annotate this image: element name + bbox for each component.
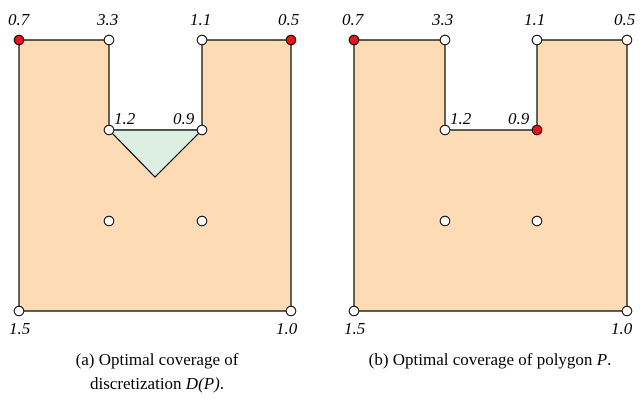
interior-point-a-2: [196, 215, 208, 227]
vertex-notch-bottom-left-b: [439, 124, 451, 136]
label-notch-bottom-left-b: 1.2: [450, 109, 472, 128]
caption-b-line1-italic: P: [596, 350, 607, 369]
vertex-bottom-left-a: [13, 305, 25, 317]
caption-a-line2: discretization D(P).: [90, 374, 224, 393]
vertex-top-notch-right-b: [531, 34, 543, 46]
vertex-bottom-right-b: [621, 305, 633, 317]
vertex-bottom-right-a: [285, 305, 297, 317]
label-notch-bottom-right-a: 0.9: [173, 109, 195, 128]
label-top-left-b: 0.7: [342, 10, 365, 29]
label-bottom-left-a: 1.5: [9, 319, 30, 338]
caption-a-line2-italic: D(P): [185, 374, 220, 393]
caption-a-line1: (a) Optimal coverage of: [76, 350, 239, 369]
label-top-right-a: 0.5: [278, 10, 299, 29]
panel-a: 0.7 3.3 1.1 0.5 1.2 0.9 1.5 1.0 (a) Opti…: [8, 10, 299, 393]
vertex-top-notch-left-a: [103, 34, 115, 46]
label-bottom-right-b: 1.0: [611, 319, 633, 338]
polygon-b: [353, 39, 628, 312]
label-top-notch-right-a: 1.1: [190, 10, 211, 29]
label-top-left-a: 0.7: [8, 10, 31, 29]
caption-a-line2-suffix: .: [220, 374, 224, 393]
label-top-right-b: 0.5: [614, 10, 635, 29]
vertex-bottom-left-b: [348, 305, 360, 317]
caption-b-line1-suffix: .: [607, 350, 611, 369]
coverage-triangle-a: [107, 129, 204, 178]
label-top-notch-right-b: 1.1: [524, 10, 545, 29]
label-bottom-right-a: 1.0: [276, 319, 298, 338]
caption-b-line1: (b) Optimal coverage of polygon P.: [369, 350, 612, 369]
label-top-notch-left-a: 3.3: [96, 10, 118, 29]
label-bottom-left-b: 1.5: [344, 319, 365, 338]
interior-point-b-2: [531, 215, 543, 227]
label-notch-bottom-right-b: 0.9: [508, 109, 530, 128]
interior-point-b-1: [439, 215, 451, 227]
vertex-top-right-b: [621, 34, 633, 46]
caption-b-line1-prefix: (b) Optimal coverage of polygon: [369, 350, 597, 369]
label-notch-bottom-left-a: 1.2: [114, 109, 136, 128]
vertex-top-left-a: [13, 34, 25, 46]
vertex-top-left-b: [348, 34, 360, 46]
vertex-notch-bottom-right-b: [531, 124, 543, 136]
label-top-notch-left-b: 3.3: [431, 10, 453, 29]
caption-a-line2-prefix: discretization: [90, 374, 186, 393]
vertex-top-notch-left-b: [439, 34, 451, 46]
interior-point-a-1: [103, 215, 115, 227]
vertex-notch-bottom-right-a: [196, 124, 208, 136]
vertex-top-right-a: [285, 34, 297, 46]
panel-b: 0.7 3.3 1.1 0.5 1.2 0.9 1.5 1.0 (b) Opti…: [342, 10, 635, 369]
vertex-top-notch-right-a: [196, 34, 208, 46]
vertex-notch-bottom-left-a: [103, 124, 115, 136]
